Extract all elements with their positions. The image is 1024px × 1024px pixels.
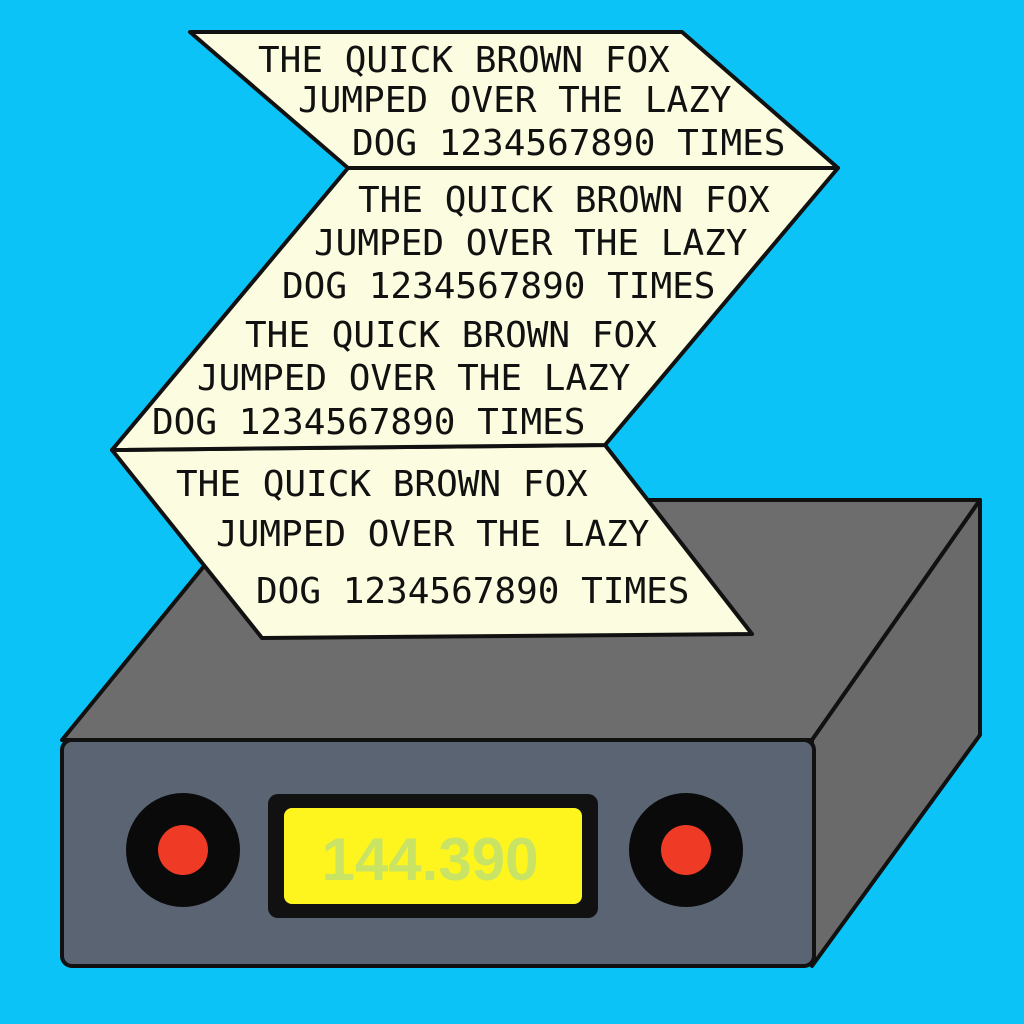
paper-line: JUMPED OVER THE LAZY [314, 223, 748, 264]
right-knob-center-icon [661, 825, 711, 875]
paper-line: JUMPED OVER THE LAZY [298, 80, 732, 121]
paper-line: DOG 1234567890 TIMES [352, 123, 785, 164]
paper-tape: THE QUICK BROWN FOX JUMPED OVER THE LAZY… [110, 30, 840, 640]
paper-segment-2-text: THE QUICK BROWN FOX JUMPED OVER THE LAZY… [152, 180, 770, 443]
frequency-display: 144.390 [268, 794, 598, 918]
paper-line: JUMPED OVER THE LAZY [197, 358, 631, 399]
paper-line: THE QUICK BROWN FOX [358, 180, 770, 221]
paper-segment-1-text: THE QUICK BROWN FOX JUMPED OVER THE LAZY… [258, 40, 785, 164]
paper-line: DOG 1234567890 TIMES [282, 266, 715, 307]
paper-line: DOG 1234567890 TIMES [256, 571, 689, 612]
left-knob[interactable] [126, 793, 240, 907]
paper-line: DOG 1234567890 TIMES [152, 402, 585, 443]
paper-line: THE QUICK BROWN FOX [258, 40, 670, 81]
paper-segment-1 [188, 30, 840, 170]
paper-segment-3-text: THE QUICK BROWN FOX JUMPED OVER THE LAZY… [176, 464, 689, 612]
paper-line: JUMPED OVER THE LAZY [216, 514, 650, 555]
frequency-readout: 144.390 [322, 826, 539, 893]
left-knob-center-icon [158, 825, 208, 875]
display-screen [284, 808, 582, 904]
paper-line: THE QUICK BROWN FOX [176, 464, 588, 505]
paper-line: THE QUICK BROWN FOX [245, 315, 657, 356]
right-knob[interactable] [629, 793, 743, 907]
